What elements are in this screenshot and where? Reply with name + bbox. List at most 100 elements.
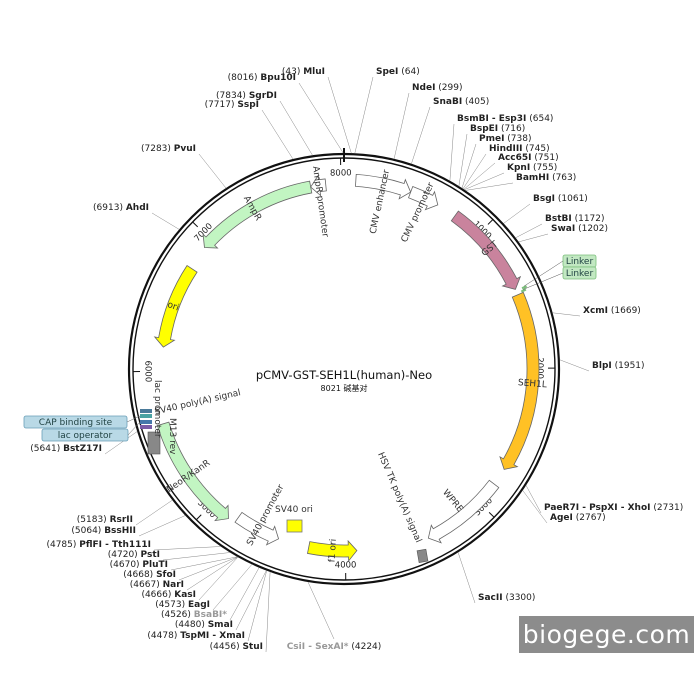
site-position: (4670) <box>110 560 143 570</box>
site-name: SwaI <box>551 224 575 234</box>
site-name: BspEI <box>470 124 498 134</box>
site-position: (5641) <box>30 444 63 454</box>
feature-linker-1: Linker <box>521 254 597 290</box>
feature-wpre: WPRE <box>427 479 500 544</box>
site-position: (7717) <box>205 100 238 110</box>
site-name: MluI <box>303 67 325 77</box>
site-psti: (4720) PstI <box>108 550 231 561</box>
tick-mark <box>195 514 202 521</box>
site-sspi: (7717) SspI <box>205 100 294 160</box>
site-position: (8016) <box>228 73 261 83</box>
site-position: (7283) <box>141 144 174 154</box>
tick-label: 4000 <box>335 560 357 570</box>
site-position: (64) <box>398 67 419 77</box>
site-label: (4478) TspMI - XmaI <box>147 631 245 641</box>
feature-shape <box>147 431 161 455</box>
feature-label: HSV TK poly(A) signal <box>375 451 423 544</box>
site-label: (4720) PstI <box>108 550 160 560</box>
feature-cmv-enhancer: CMV enhancer <box>355 169 412 235</box>
site-name: KasI <box>174 590 196 600</box>
site-name: BamHI <box>516 173 549 183</box>
site-position: (4573) <box>155 600 188 610</box>
site-label: (7834) SgrDI <box>216 91 277 101</box>
site-position: (299) <box>435 83 462 93</box>
site-position: (716) <box>498 124 525 134</box>
site-name: PaeR7I - PspXI - XhoI <box>544 503 650 513</box>
site-position: (405) <box>462 97 489 107</box>
feature-shape <box>499 291 540 470</box>
site-name: TspMI - XmaI <box>180 631 245 641</box>
site-agei: AgeI (2767) <box>522 490 606 524</box>
site-position: (751) <box>532 153 559 163</box>
feature-cap-binding-site <box>140 414 152 418</box>
feature-shape <box>310 174 327 197</box>
site-name: BstZ17I <box>63 444 102 454</box>
site-label: (4456) StuI <box>210 642 263 652</box>
site-position: (3300) <box>503 593 536 603</box>
site-name: BsmBI - Esp3I <box>457 114 526 124</box>
site-position: (4526) <box>161 610 194 620</box>
site-pvui: (7283) PvuI <box>141 144 227 189</box>
site-bamhi: BamHI (763) <box>465 173 576 191</box>
feature-shape <box>307 539 358 563</box>
feature-lac-promoter: lac promoter <box>140 380 162 438</box>
site-position: (2731) <box>650 503 683 513</box>
site-name: XcmI <box>583 306 608 316</box>
plasmid-size: 8021 碱基对 <box>321 383 368 393</box>
feature-shape <box>140 420 152 424</box>
site-label: CsiI - SexAI* (4224) <box>287 642 382 652</box>
site-label: (4670) PluTI <box>110 560 168 570</box>
site-name: SfoI <box>156 570 176 580</box>
feature-ampr: AmpR <box>202 180 313 249</box>
site-bpu10i: (8016) Bpu10I <box>228 73 344 154</box>
site-position: (1061) <box>555 194 588 204</box>
feature-label: M13 rev <box>167 418 177 455</box>
site-ndei: NdeI (299) <box>393 83 463 159</box>
feature-shape <box>520 288 527 293</box>
site-sfoi: (4668) SfoI <box>123 556 238 581</box>
site-name: PmeI <box>479 134 504 144</box>
site-label: SnaBI (405) <box>433 97 489 107</box>
site-position: (7834) <box>216 91 249 101</box>
site-eagi: (4573) EagI <box>155 564 253 611</box>
feature-label: SV40 poly(A) signal <box>154 388 242 417</box>
site-bspei: BspEI (716) <box>458 124 525 187</box>
site-csii-sexai-: CsiI - SexAI* (4224) <box>287 581 382 652</box>
site-stui: (4456) StuI <box>210 571 271 653</box>
site-name: CsiI - SexAI* <box>287 642 349 652</box>
feature-hsv-tk-polya: HSV TK poly(A) signal <box>375 451 429 563</box>
site-name: NarI <box>163 580 184 590</box>
site-label: HindIII (745) <box>489 144 550 154</box>
tick-mark <box>488 512 495 518</box>
tick-label: 2000 <box>534 357 544 379</box>
feature-shape <box>408 186 439 211</box>
side-box-label: CAP binding site <box>39 418 113 428</box>
feature-shape <box>153 264 198 348</box>
site-name: PluTI <box>142 560 168 570</box>
site-position: (763) <box>549 173 576 183</box>
site-label: SwaI (1202) <box>551 224 608 234</box>
feature-shape <box>202 180 313 249</box>
site-kasi: (4666) KasI <box>141 556 239 601</box>
site-label: (5183) RsrII <box>77 515 133 525</box>
site-name: NdeI <box>412 83 435 93</box>
site-sacii: SacII (3300) <box>457 552 536 604</box>
feature-shape <box>427 479 500 544</box>
site-label: Acc65I (751) <box>498 153 559 163</box>
side-box-lac-operator: lac operator <box>41 421 141 442</box>
site-sgrdi: (7834) SgrDI <box>216 91 313 156</box>
site-position: (43) <box>282 67 303 77</box>
site-label: AgeI (2767) <box>550 513 606 523</box>
feature-sv40-ori: SV40 ori <box>275 505 313 533</box>
site-name: Bpu10I <box>260 73 296 83</box>
feature-gst: GST <box>450 210 522 290</box>
feature-shape <box>286 519 303 533</box>
site-name: HindIII <box>489 144 523 154</box>
site-label: BsgI (1061) <box>533 194 588 204</box>
feature-shape <box>355 173 412 200</box>
feature-shape <box>450 210 522 290</box>
site-label: KpnI (755) <box>507 163 557 173</box>
site-name: AhdI <box>126 203 149 213</box>
